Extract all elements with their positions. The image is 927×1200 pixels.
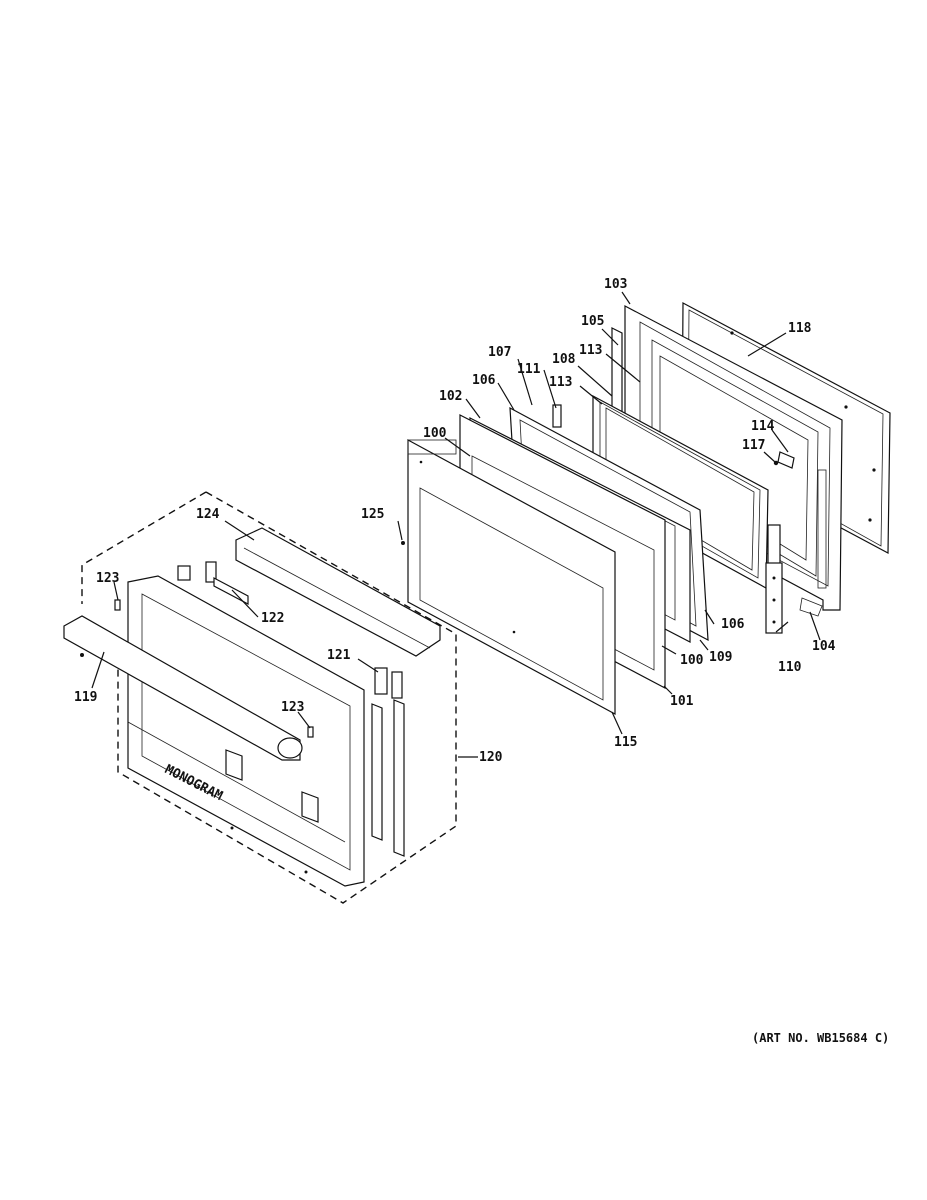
label-119: 119 xyxy=(74,690,97,705)
label-104: 104 xyxy=(812,639,836,654)
side-channel-pieces xyxy=(371,699,405,857)
label-110: 110 xyxy=(778,660,802,675)
part-100-front-glass xyxy=(407,438,616,716)
label-109: 109 xyxy=(709,650,732,665)
leader-lines xyxy=(91,291,821,758)
part-125-screw xyxy=(401,541,405,545)
part-121-hinge-bracket xyxy=(374,667,403,699)
label-120: 120 xyxy=(479,750,503,765)
label-124: 124 xyxy=(196,507,220,522)
label-123-a: 123 xyxy=(96,571,119,586)
label-102: 102 xyxy=(439,389,462,404)
label-106-a: 106 xyxy=(472,373,496,388)
part-111-clip xyxy=(552,404,562,428)
label-123-b: 123 xyxy=(281,700,304,715)
label-114: 114 xyxy=(751,419,775,434)
part-110-hinge xyxy=(765,524,783,634)
part-114-bracket xyxy=(777,451,795,469)
label-111: 111 xyxy=(517,362,541,377)
part-123-screw-a xyxy=(114,599,121,611)
label-125: 125 xyxy=(361,507,384,522)
part-123-screw-b xyxy=(307,726,314,738)
part-labels: 103 105 118 107 113 111 108 106 113 102 … xyxy=(74,277,836,765)
label-103: 103 xyxy=(604,277,627,292)
label-122: 122 xyxy=(261,611,284,626)
label-113-b: 113 xyxy=(549,375,572,390)
label-117: 117 xyxy=(742,438,765,453)
label-115: 115 xyxy=(614,735,637,750)
label-107: 107 xyxy=(488,345,511,360)
part-120-assembly-boundary xyxy=(81,491,457,904)
label-100-a: 100 xyxy=(423,426,447,441)
part-119-handle-bar xyxy=(63,615,303,761)
label-118: 118 xyxy=(788,321,812,336)
label-101: 101 xyxy=(670,694,694,709)
part-124-top-vent xyxy=(235,527,441,657)
label-105: 105 xyxy=(581,314,604,329)
label-106-b: 106 xyxy=(721,617,745,632)
label-100-b: 100 xyxy=(680,653,704,668)
label-121: 121 xyxy=(327,648,351,663)
label-113-a: 113 xyxy=(579,343,602,358)
label-108: 108 xyxy=(552,352,576,367)
art-number: (ART NO. WB15684 C) xyxy=(752,1031,889,1045)
